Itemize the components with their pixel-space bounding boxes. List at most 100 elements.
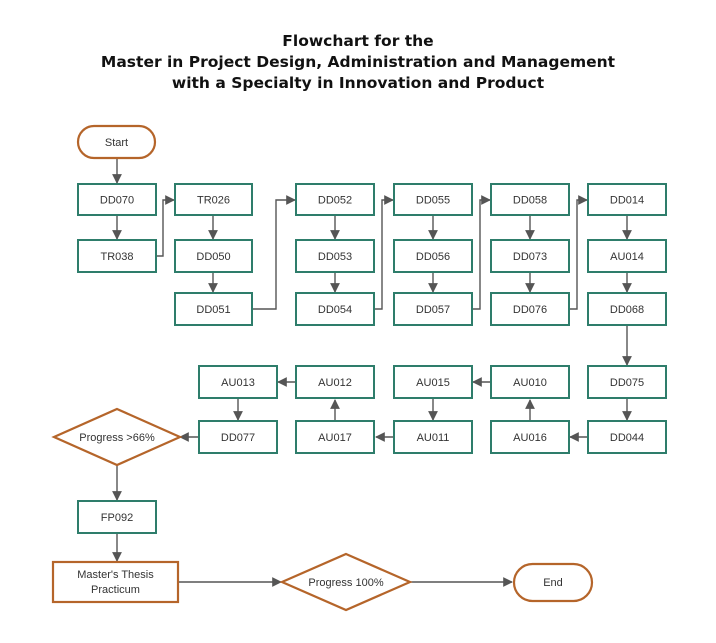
node-dd055: DD055 — [393, 183, 473, 216]
node-au014-label: AU014 — [610, 251, 644, 263]
node-dd068-label: DD068 — [610, 304, 644, 316]
node-dd057: DD057 — [393, 292, 473, 326]
node-au010: AU010 — [490, 365, 570, 399]
node-dd056-label: DD056 — [416, 251, 450, 263]
node-dd058-label: DD058 — [513, 195, 547, 207]
node-thesis-line-1: Master's Thesis — [77, 569, 154, 581]
node-dd073: DD073 — [490, 239, 570, 273]
node-fp092-label: FP092 — [101, 512, 133, 524]
node-au010-label: AU010 — [513, 377, 547, 389]
node-au015: AU015 — [393, 365, 473, 399]
node-dd068-box — [587, 292, 667, 326]
end-node: End — [512, 562, 594, 603]
node-thesis-line-2: Practicum — [91, 584, 140, 596]
node-dd077-label: DD077 — [221, 432, 255, 444]
node-au012-label: AU012 — [318, 377, 352, 389]
node-dd050-label: DD050 — [196, 251, 230, 263]
node-dd044-box — [587, 420, 667, 454]
node-au016: AU016 — [490, 420, 570, 454]
node-au011-label: AU011 — [417, 432, 450, 444]
node-dd073-label: DD073 — [513, 251, 547, 263]
node-dd070-box — [77, 183, 157, 216]
node-au013-box — [198, 365, 278, 399]
end-label: End — [543, 577, 563, 589]
node-dd014-label: DD014 — [610, 195, 644, 207]
node-dd014: DD014 — [587, 183, 667, 216]
node-au014-box — [587, 239, 667, 273]
node-dd068: DD068 — [587, 292, 667, 326]
node-thesis-practicum-box — [51, 560, 180, 604]
edges — [112, 159, 632, 587]
node-dd070: DD070 — [77, 183, 157, 216]
node-dd075: DD075 — [587, 365, 667, 399]
node-dd076-label: DD076 — [513, 304, 547, 316]
start-node: Start — [76, 124, 157, 160]
decision-progress-66-label: Progress >66% — [79, 432, 155, 444]
node-dd053: DD053 — [295, 239, 375, 273]
node-dd051: DD051 — [174, 292, 253, 326]
node-tr026-label: TR026 — [197, 195, 230, 207]
node-tr038: TR038 — [77, 239, 157, 273]
node-au016-box — [490, 420, 570, 454]
node-dd075-box — [587, 365, 667, 399]
node-au011: AU011 — [393, 420, 473, 454]
node-dd076-box — [490, 292, 570, 326]
node-au014: AU014 — [587, 239, 667, 273]
node-dd054-label: DD054 — [318, 304, 352, 316]
node-thesis-practicum: Master's Thesis Practicum — [51, 560, 180, 604]
node-dd044: DD044 — [587, 420, 667, 454]
node-dd053-box — [295, 239, 375, 273]
node-dd055-label: DD055 — [416, 195, 450, 207]
node-dd044-label: DD044 — [610, 432, 644, 444]
node-dd052-label: DD052 — [318, 195, 352, 207]
node-fp092-box — [77, 500, 157, 534]
edge-dd057-dd058 — [472, 195, 491, 310]
node-dd075-label: DD075 — [610, 377, 644, 389]
node-dd077: DD077 — [198, 420, 278, 454]
node-dd073-box — [490, 239, 570, 273]
node-dd058-box — [490, 183, 570, 216]
node-dd070-label: DD070 — [100, 195, 134, 207]
edge-dd076-dd014 — [569, 195, 588, 310]
node-au011-box — [393, 420, 473, 454]
node-tr026: TR026 — [174, 183, 253, 216]
node-dd058: DD058 — [490, 183, 570, 216]
title-line-2: Master in Project Design, Administration… — [100, 53, 616, 71]
decision-progress-100: Progress 100% — [279, 552, 413, 612]
flowchart-title: Flowchart for the Master in Project Desi… — [0, 31, 716, 94]
node-au013: AU013 — [198, 365, 278, 399]
node-dd050: DD050 — [174, 239, 253, 273]
node-au013-label: AU013 — [221, 377, 255, 389]
start-shape — [76, 124, 157, 160]
node-au010-box — [490, 365, 570, 399]
title-line-1: Flowchart for the — [282, 32, 434, 50]
node-dd054-box — [295, 292, 375, 326]
decision-progress-66-shape — [51, 407, 183, 467]
node-tr026-box — [174, 183, 253, 216]
node-au012-box — [295, 365, 375, 399]
edge-dd051-dd052 — [252, 195, 296, 310]
node-dd051-label: DD051 — [196, 304, 230, 316]
node-au012: AU012 — [295, 365, 375, 399]
start-label: Start — [105, 137, 128, 149]
node-tr038-label: TR038 — [100, 251, 133, 263]
node-au015-label: AU015 — [416, 377, 450, 389]
decision-progress-100-label: Progress 100% — [308, 577, 383, 589]
node-dd053-label: DD053 — [318, 251, 352, 263]
node-au017-box — [295, 420, 375, 454]
node-dd077-box — [198, 420, 278, 454]
node-au017-label: AU017 — [318, 432, 352, 444]
node-dd056: DD056 — [393, 239, 473, 273]
node-dd076: DD076 — [490, 292, 570, 326]
node-dd057-box — [393, 292, 473, 326]
node-dd057-label: DD057 — [416, 304, 450, 316]
decision-progress-66: Progress >66% — [51, 407, 183, 467]
node-fp092: FP092 — [77, 500, 157, 534]
end-shape — [512, 562, 594, 603]
node-dd050-box — [174, 239, 253, 273]
node-dd052: DD052 — [295, 183, 375, 216]
node-au015-box — [393, 365, 473, 399]
node-dd051-box — [174, 292, 253, 326]
node-dd014-box — [587, 183, 667, 216]
